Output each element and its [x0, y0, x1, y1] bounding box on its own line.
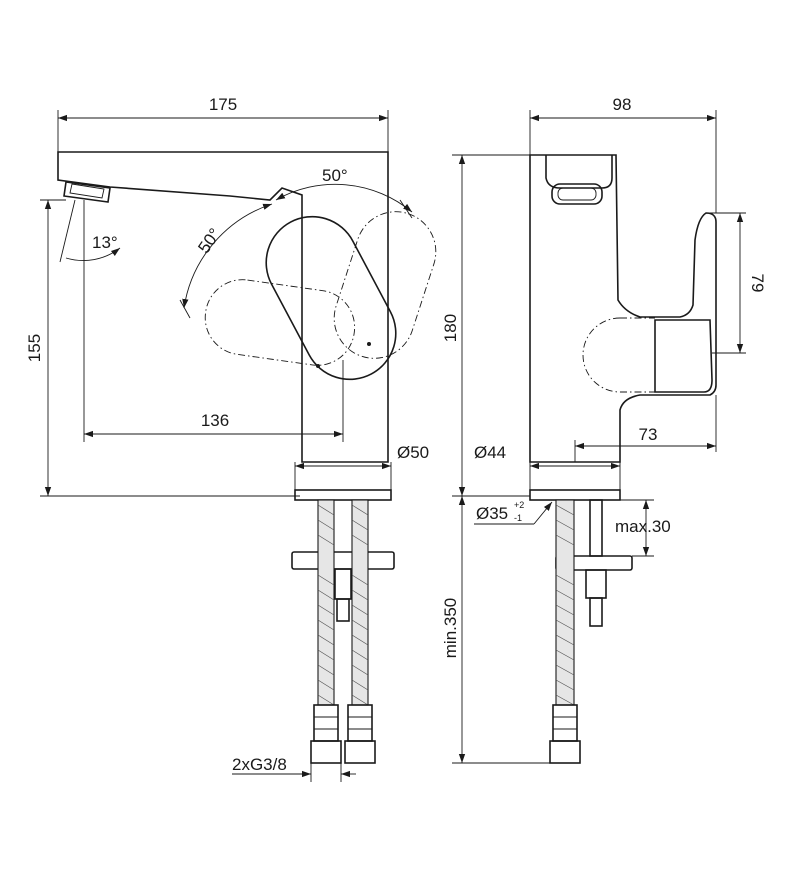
- side-fitting: [552, 704, 578, 742]
- front-lever-right-position: [333, 211, 437, 359]
- front-lever-left-position: [204, 279, 356, 366]
- side-dimensions: 98 180 79 73 Ø44 Ø35 +2 -1 max.30: [441, 95, 767, 764]
- dim-base-diameter-side: Ø44: [474, 443, 506, 462]
- dim-lever-offset: 73: [639, 425, 658, 444]
- dim-lever-angle-left: 50°: [194, 225, 224, 257]
- side-base-plate: [529, 489, 621, 501]
- dim-hole-tol-upper: +2: [514, 500, 524, 510]
- dim-lever-angle-right: 50°: [322, 166, 348, 185]
- dim-spout-angle: 13°: [92, 233, 118, 252]
- side-faucet-body: [529, 154, 717, 463]
- dim-height-side: 180: [441, 314, 460, 342]
- side-view: [529, 154, 717, 764]
- dim-base-diameter-front: Ø50: [397, 443, 429, 462]
- dim-lever-height: 79: [748, 274, 767, 293]
- front-hose-left: [317, 499, 335, 706]
- front-fitting-left: [313, 704, 339, 742]
- dim-max-thickness: max.30: [615, 517, 671, 536]
- dim-connection: 2xG3/8: [232, 755, 287, 774]
- front-aerator: [63, 181, 111, 203]
- dim-hole-tol-lower: -1: [514, 513, 522, 523]
- side-hose: [555, 499, 575, 706]
- dim-hose-length: min.350: [441, 598, 460, 658]
- front-clamp-plate: [291, 551, 395, 570]
- dim-height-front: 155: [25, 334, 44, 362]
- side-aerator: [551, 183, 603, 205]
- dim-hole-diameter: Ø35: [476, 504, 508, 523]
- front-view: [57, 151, 437, 764]
- front-dimensions: 175 155 136 Ø50 50° 50° 13° 2xG3/8: [25, 95, 429, 782]
- front-hose-right: [351, 499, 369, 706]
- dim-reach: 136: [201, 411, 229, 430]
- front-lever: [265, 215, 397, 381]
- dim-width-side: 98: [613, 95, 632, 114]
- side-lever: [654, 319, 713, 393]
- dim-width-front: 175: [209, 95, 237, 114]
- front-base-plate: [294, 489, 392, 501]
- front-fitting-right: [347, 704, 373, 742]
